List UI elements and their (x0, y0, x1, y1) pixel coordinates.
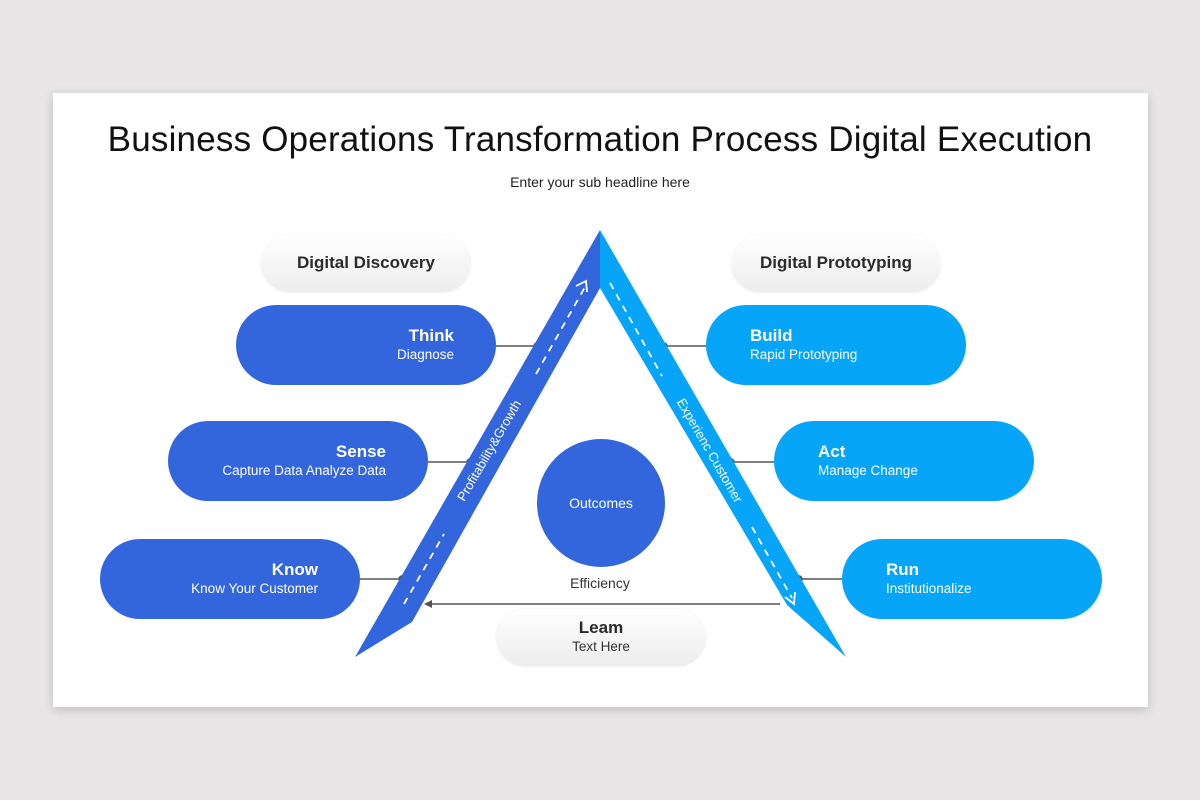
step-subtitle: Capture Data Analyze Data (222, 463, 386, 478)
step-subtitle: Manage Change (818, 463, 918, 478)
step-build: Build Rapid Prototyping (706, 305, 966, 385)
step-title: Run (886, 560, 920, 579)
step-think: Think Diagnose (236, 305, 496, 385)
header-label: Digital Prototyping (759, 253, 913, 272)
efficiency-caption: Efficiency (570, 575, 630, 591)
step-run: Run Institutionalize (842, 539, 1102, 619)
step-subtitle: Know Your Customer (191, 581, 318, 596)
step-subtitle: Diagnose (396, 347, 454, 362)
header-digital-prototyping: Digital Prototyping (732, 235, 940, 291)
header-digital-discovery: Digital Discovery (262, 235, 470, 291)
outcomes-circle: Outcomes (537, 439, 665, 567)
page-subtitle: Enter your sub headline here (510, 174, 690, 190)
step-know: Know Know Your Customer (100, 539, 360, 619)
step-subtitle: Rapid Prototyping (750, 347, 858, 362)
step-title: Sense (335, 442, 386, 461)
step-act: Act Manage Change (774, 421, 1034, 501)
right-ribbon (600, 230, 846, 657)
learn-title: Leam (578, 618, 624, 637)
step-title: Act (818, 442, 846, 461)
arrowheads (575, 279, 796, 606)
step-subtitle: Institutionalize (886, 581, 972, 596)
step-title: Build (750, 326, 793, 345)
step-sense: Sense Capture Data Analyze Data (168, 421, 428, 501)
learn-pill: Leam Text Here (497, 609, 705, 665)
page-title: Business Operations Transformation Proce… (107, 120, 1093, 159)
learn-subtitle: Text Here (572, 639, 630, 654)
step-title: Think (408, 326, 454, 345)
left-ribbon (355, 230, 600, 657)
arrow-left-icon (424, 600, 432, 608)
step-title: Know (271, 560, 318, 579)
header-label: Digital Discovery (297, 253, 435, 272)
